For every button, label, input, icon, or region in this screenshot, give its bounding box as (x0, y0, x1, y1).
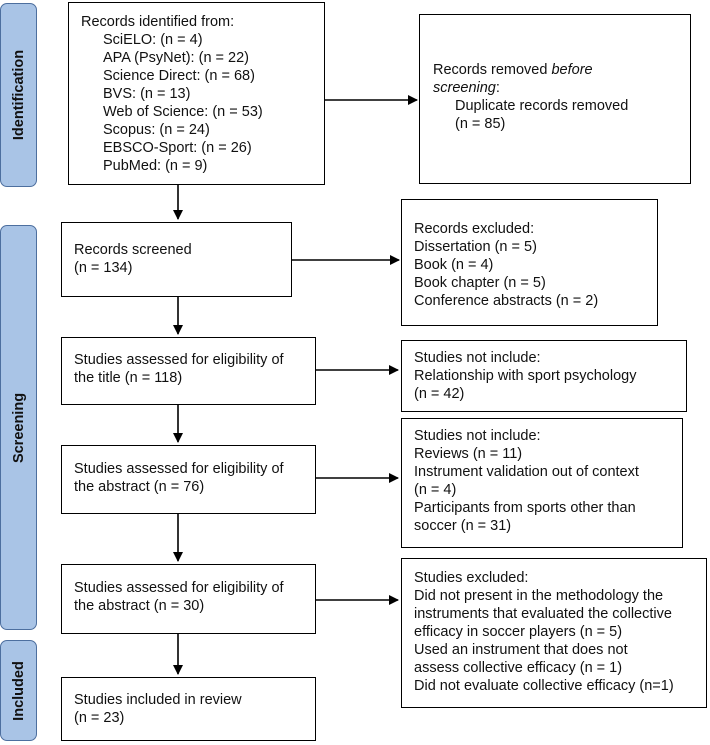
source-item: SciELO: (n = 4) (103, 32, 203, 48)
phase-identification: Identification (0, 3, 37, 187)
studies-excluded-box: Studies excluded: Did not present in the… (401, 558, 707, 708)
studies-excluded-item: efficacy in soccer players (n = 5) (414, 624, 623, 640)
studies-excluded-item: Did not present in the methodology the (414, 588, 664, 604)
records-screened-title: Records screened (74, 242, 192, 258)
duplicate-records-label: Duplicate records removed (455, 98, 629, 114)
records-excluded-title: Records excluded: (414, 221, 535, 237)
studies-excluded-item: Did not evaluate collective efficacy (n=… (414, 678, 674, 694)
source-item: APA (PsyNet): (n = 22) (103, 50, 249, 66)
abstract-eligibility-line2: the abstract (n = 30) (74, 598, 205, 614)
studies-excluded-item: assess collective efficacy (n = 1) (414, 660, 623, 676)
source-item: Scopus: (n = 24) (103, 122, 210, 138)
studies-excluded-title: Studies excluded: (414, 570, 529, 586)
not-include-reviews-box: Studies not include: Reviews (n = 11) In… (401, 418, 683, 548)
not-include-reason: Relationship with sport psychology (414, 368, 637, 384)
not-include-title: Studies not include: (414, 428, 541, 444)
excluded-item: Conference abstracts (n = 2) (414, 293, 599, 309)
source-item: BVS: (n = 13) (103, 86, 191, 102)
not-include-item: (n = 4) (414, 482, 457, 498)
excluded-item: Book chapter (n = 5) (414, 275, 546, 291)
screening-word: screening (433, 80, 496, 96)
duplicate-records-count: (n = 85) (455, 116, 506, 132)
source-item: Web of Science: (n = 53) (103, 104, 263, 120)
phase-included: Included (0, 640, 37, 741)
records-identified-box: Records identified from: SciELO: (n = 4)… (68, 2, 325, 185)
not-include-item: Instrument validation out of context (414, 464, 639, 480)
title-eligibility-line2: the title (n = 118) (74, 370, 183, 386)
records-screened-box: Records screened (n = 134) (61, 222, 292, 297)
records-removed-title-cont: screening: (433, 80, 500, 96)
not-include-item: soccer (n = 31) (414, 518, 512, 534)
studies-excluded-item: instruments that evaluated the collectiv… (414, 606, 672, 622)
records-identified-title: Records identified from: (81, 14, 235, 30)
studies-excluded-item: Used an instrument that does not (414, 642, 628, 658)
studies-included-title: Studies included in review (74, 692, 242, 708)
title-eligibility-box: Studies assessed for eligibility of the … (61, 337, 316, 405)
records-removed-title: Records removed before (433, 62, 593, 78)
studies-included-count: (n = 23) (74, 710, 125, 726)
not-include-title: Studies not include: (414, 350, 541, 366)
title-eligibility-line1: Studies assessed for eligibility of (74, 352, 284, 368)
studies-included-box: Studies included in review (n = 23) (61, 677, 316, 741)
abstract-eligibility-line2: the abstract (n = 76) (74, 479, 205, 495)
not-include-item: Reviews (n = 11) (414, 446, 523, 462)
excluded-item: Book (n = 4) (414, 257, 494, 273)
not-include-count: (n = 42) (414, 386, 465, 402)
not-include-item: Participants from sports other than (414, 500, 636, 516)
source-item: PubMed: (n = 9) (103, 158, 208, 174)
records-removed-box: Records removed before screening: Duplic… (419, 14, 691, 184)
abstract-eligibility-line1: Studies assessed for eligibility of (74, 461, 284, 477)
not-include-sport-box: Studies not include: Relationship with s… (401, 340, 687, 412)
excluded-item: Dissertation (n = 5) (414, 239, 537, 255)
source-item: Science Direct: (n = 68) (103, 68, 255, 84)
abstract-eligibility-box-1: Studies assessed for eligibility of the … (61, 445, 316, 514)
phase-screening: Screening (0, 225, 37, 630)
abstract-eligibility-box-2: Studies assessed for eligibility of the … (61, 564, 316, 634)
records-excluded-box: Records excluded: Dissertation (n = 5) B… (401, 199, 658, 326)
records-screened-count: (n = 134) (74, 260, 133, 276)
abstract-eligibility-line1: Studies assessed for eligibility of (74, 580, 284, 596)
source-item: EBSCO-Sport: (n = 26) (103, 140, 252, 156)
